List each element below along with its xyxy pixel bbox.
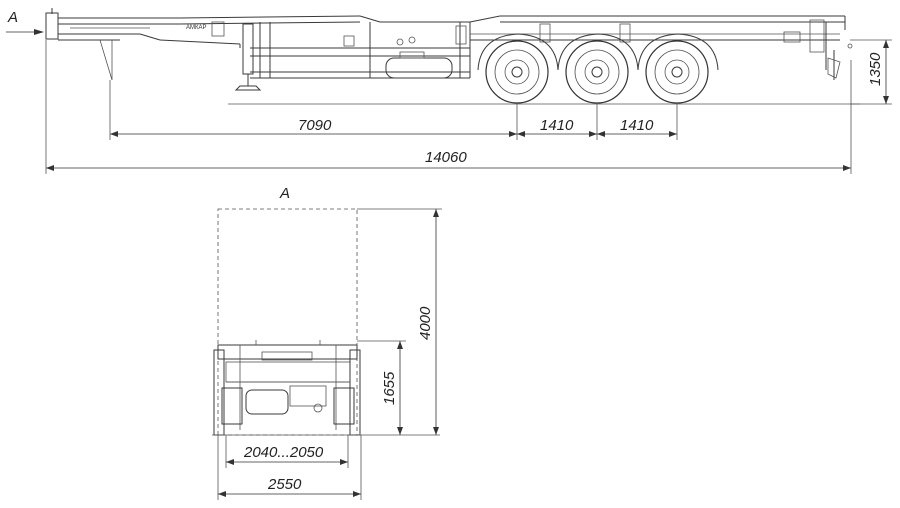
dim-coupling-height: 1350 — [850, 39, 892, 105]
fender-axle-2 — [557, 33, 639, 71]
wheel-axle-2 — [565, 40, 629, 104]
dim-track-width: 2040...2050 — [225, 435, 349, 468]
rear-view: A 400 — [212, 185, 442, 500]
dim-frame-height: 1655 — [357, 340, 406, 435]
rear-view-title: A — [279, 185, 290, 202]
wheel-axle-3 — [645, 40, 709, 104]
svg-text:1410: 1410 — [620, 117, 654, 134]
dim-kingpin-to-axle: 7090 — [110, 117, 517, 137]
dim-axle-spacing-1: 1410 — [517, 117, 597, 137]
landing-gear — [99, 23, 262, 91]
trailer-frame — [45, 8, 853, 80]
view-arrow — [6, 29, 44, 35]
svg-text:1655: 1655 — [381, 371, 398, 405]
view-arrow-label: A — [7, 9, 18, 26]
dim-overall-length: 14060 — [46, 149, 851, 171]
fender-axle-3 — [637, 33, 719, 71]
svg-text:2550: 2550 — [267, 476, 302, 493]
svg-text:4000: 4000 — [417, 306, 434, 340]
side-view: A — [6, 8, 892, 174]
svg-text:14060: 14060 — [425, 149, 467, 166]
svg-text:1350: 1350 — [867, 52, 884, 86]
frame-brand-label: АМКАР — [186, 25, 207, 31]
wheel-axle-1 — [485, 40, 549, 104]
rear-frame — [213, 340, 361, 436]
fender-axle-1 — [477, 33, 559, 71]
svg-text:1410: 1410 — [540, 117, 574, 134]
svg-text:2040...2050: 2040...2050 — [243, 444, 324, 461]
dim-axle-spacing-2: 1410 — [597, 117, 677, 137]
dim-overall-width: 2550 — [217, 435, 362, 500]
svg-text:7090: 7090 — [298, 117, 332, 134]
dim-overall-height: 4000 — [357, 208, 442, 435]
